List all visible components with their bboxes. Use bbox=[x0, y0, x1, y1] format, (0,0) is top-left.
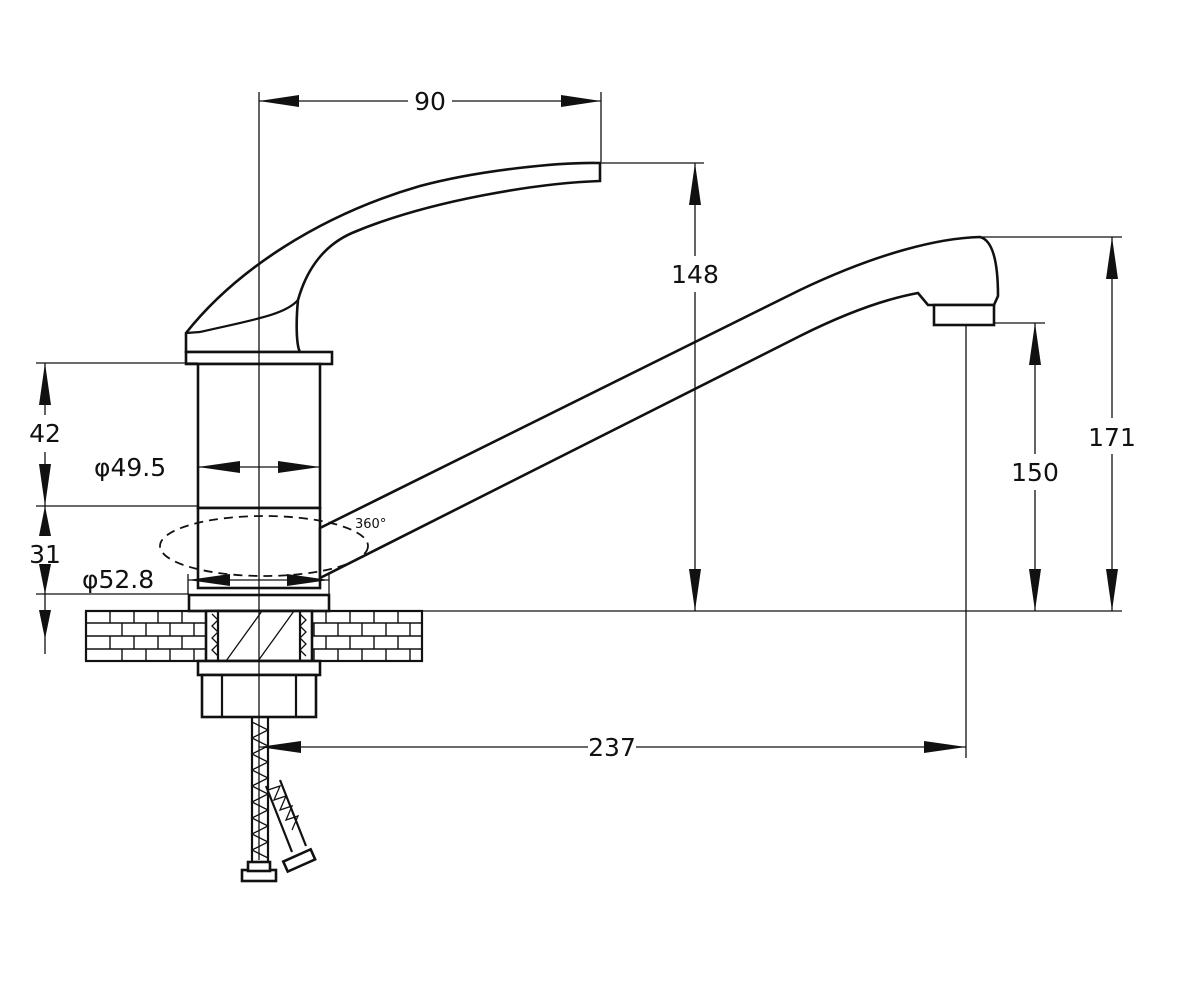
dim-base-diameter: φ52.8 bbox=[82, 565, 329, 594]
rotation-label: 360° bbox=[355, 517, 386, 532]
svg-text:237: 237 bbox=[588, 733, 636, 762]
svg-text:42: 42 bbox=[29, 419, 61, 448]
svg-text:171: 171 bbox=[1088, 423, 1136, 452]
dim-spout-outlet-height: 150 bbox=[1011, 323, 1059, 611]
dim-body-lower: 31 bbox=[29, 506, 61, 654]
svg-text:31: 31 bbox=[29, 540, 61, 569]
svg-text:90: 90 bbox=[414, 87, 446, 116]
dim-spout-reach: 237 bbox=[259, 733, 966, 762]
supply-hoses bbox=[240, 717, 317, 883]
swivel-spout bbox=[318, 235, 1000, 581]
dim-body-diameter: φ49.5 bbox=[94, 453, 320, 482]
svg-text:150: 150 bbox=[1011, 458, 1059, 487]
dim-handle-height: 148 bbox=[671, 163, 719, 611]
dim-spout-total-height: 171 bbox=[1088, 237, 1136, 611]
svg-text:φ52.8: φ52.8 bbox=[82, 565, 154, 594]
extension-lines bbox=[36, 92, 1122, 860]
dim-body-upper: 42 bbox=[29, 363, 61, 506]
lever-handle bbox=[184, 161, 602, 354]
svg-text:148: 148 bbox=[671, 260, 719, 289]
svg-text:φ49.5: φ49.5 bbox=[94, 453, 166, 482]
dim-handle-reach: 90 bbox=[259, 87, 601, 116]
rotation-ellipse bbox=[159, 515, 369, 577]
